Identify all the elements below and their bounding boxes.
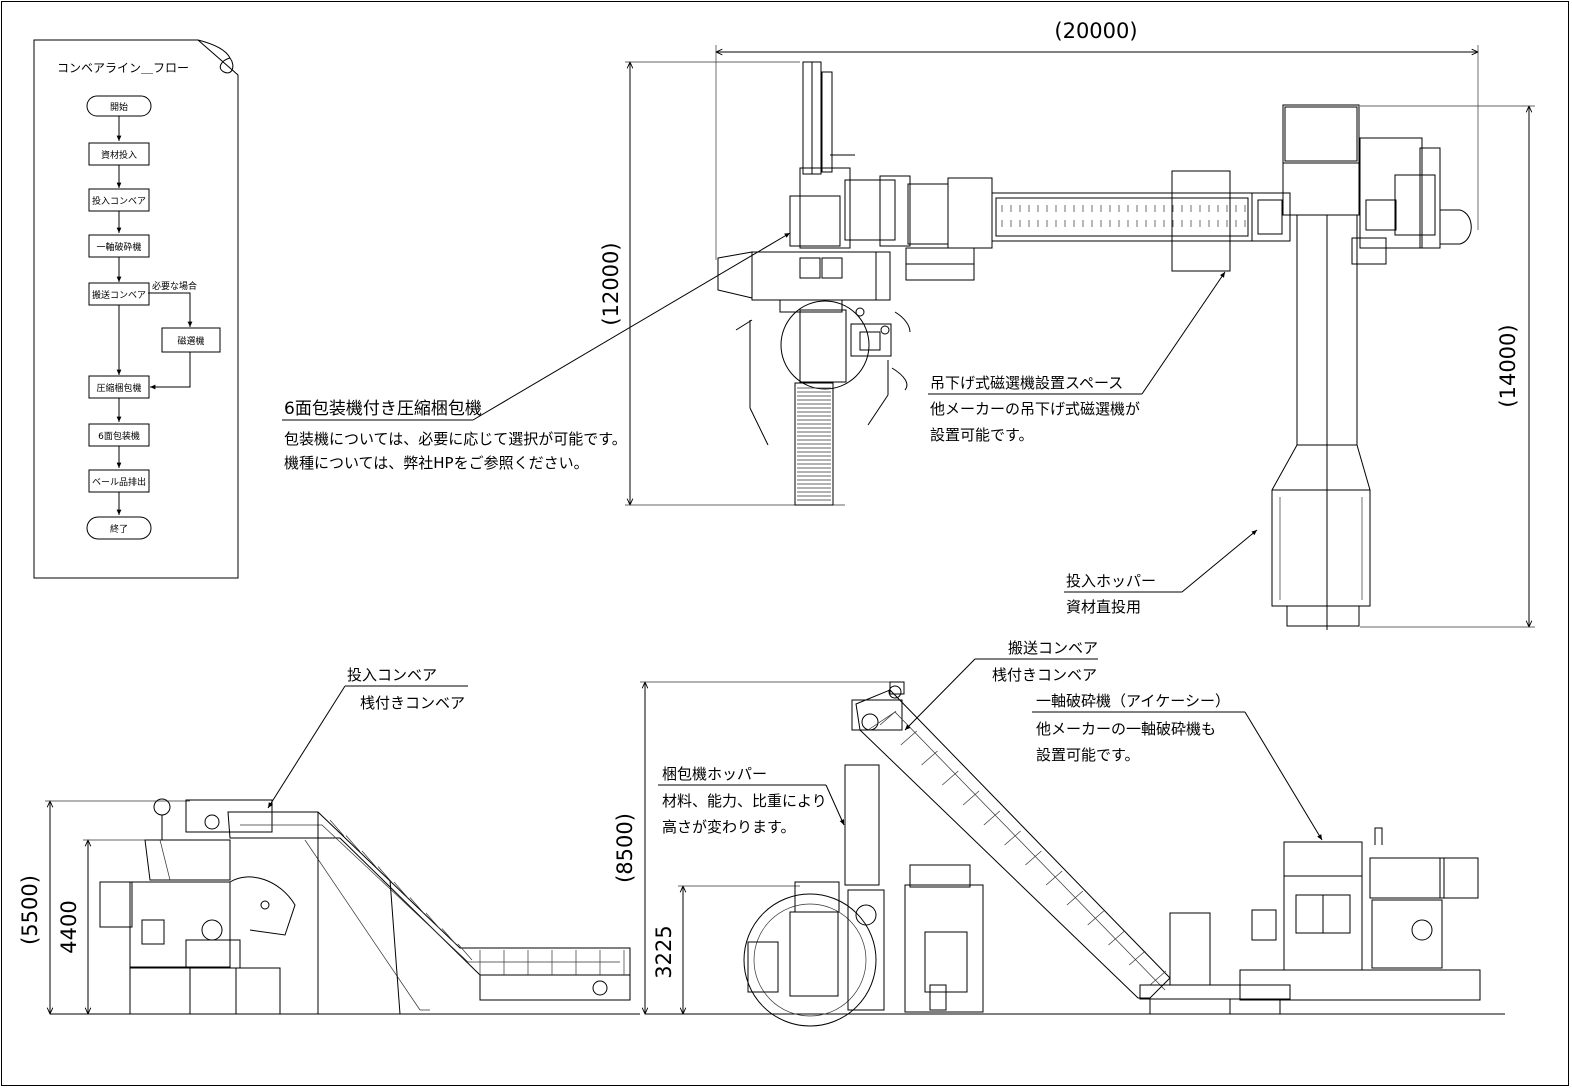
- front-right-transfer-conveyor: [855, 681, 1171, 999]
- svg-text:資材投入: 資材投入: [101, 149, 137, 161]
- dimension-plan-right-height: (14000): [1496, 324, 1520, 407]
- flow-step-bale-discharge: ベール品排出: [88, 469, 150, 493]
- svg-text:投入コンベア: 投入コンベア: [92, 195, 146, 207]
- callout-hopper-title: 投入ホッパー: [1066, 572, 1156, 590]
- svg-text:搬送コンベア: 搬送コンベア: [92, 289, 146, 301]
- callout-baler-title: 6面包装機付き圧縮梱包機: [284, 399, 482, 419]
- drawing-line: [1004, 830, 1021, 846]
- plan-view: (20000) (12000) (14000): [282, 19, 1535, 630]
- drawing-line: [329, 819, 345, 837]
- plan-shredder: [1282, 104, 1472, 265]
- flow-step-end: 終了: [86, 516, 152, 540]
- callout-baler: 6面包装機付き圧縮梱包機 包装機については、必要に応じて選択が可能です。 機種に…: [282, 232, 791, 472]
- drawing-line: [879, 710, 897, 726]
- drawing-line: [361, 850, 377, 868]
- callout-shredder-title: 一軸破砕機（アイケーシー）: [1036, 692, 1230, 710]
- svg-text:磁選機: 磁選機: [177, 335, 204, 347]
- svg-text:圧縮梱包機: 圧縮梱包機: [96, 382, 141, 394]
- drawing-line: [942, 770, 959, 786]
- callout-magnet-line-1: 他メーカーの吊下げ式磁選機が: [930, 400, 1140, 418]
- drawing-line: [921, 750, 938, 766]
- svg-text:一軸破砕機: 一軸破砕機: [96, 241, 141, 253]
- flow-step-material-input: 資材投入: [88, 142, 150, 166]
- callout-baler-line-2: 機種については、弊社HPをご参照ください。: [284, 454, 589, 472]
- dimension-front-left-total: (5500): [18, 875, 42, 945]
- plan-transfer-conveyor: [905, 192, 1291, 281]
- svg-text:開始: 開始: [110, 101, 128, 113]
- front-right-shredder: [1251, 827, 1479, 971]
- front-right-baler-hopper: [794, 699, 903, 913]
- drawing-line: [1045, 870, 1063, 886]
- callout-magnet-title: 吊下げ式磁選機設置スペース: [930, 374, 1123, 392]
- callout-magnet-line-2: 設置可能です。: [930, 426, 1034, 444]
- drawing-line: [1025, 850, 1042, 866]
- front-view-left: (5500) 4400: [18, 666, 640, 1014]
- dimension-front-right-total: (8500): [613, 813, 637, 883]
- flow-step-start: 開始: [86, 95, 152, 117]
- callout-baler-hopper: 梱包機ホッパー 材料、能力、比重により 高さが変わります。: [658, 765, 845, 836]
- callout-transfer-title: 搬送コンベア: [1008, 639, 1098, 657]
- flow-branch-label: 必要な場合: [152, 280, 197, 292]
- callout-shredder-line-1: 他メーカーの一軸破砕機も: [1036, 720, 1216, 738]
- callout-baler-hopper-line-1: 材料、能力、比重により: [662, 792, 827, 810]
- flowchart-panel: コンベアライン＿フロー 開始 資材投入 投入コンベア: [33, 39, 239, 579]
- flow-step-magnet: 磁選機: [161, 327, 221, 353]
- callout-hopper: 投入ホッパー 資材直投用: [1064, 529, 1258, 616]
- drawing-line: [425, 912, 441, 930]
- flow-step-baler: 圧縮梱包機: [88, 375, 150, 399]
- callout-hopper-line-1: 資材直投用: [1066, 598, 1141, 616]
- front-right-baler: [743, 864, 984, 1027]
- plan-magnet-space: [1171, 170, 1231, 272]
- dimension-front-right-inner: 3225: [652, 925, 676, 978]
- plan-vertical-column: [789, 61, 993, 249]
- callout-infeed-title: 投入コンベア: [347, 666, 437, 684]
- drawing-line: [393, 881, 409, 899]
- plan-discharge-conveyor: [794, 382, 834, 506]
- callout-transfer-conveyor: 搬送コンベア 桟付きコンベア: [904, 639, 1098, 731]
- dimension-front-left-inner: 4400: [57, 900, 81, 953]
- drawing-line: [409, 897, 425, 914]
- dimension-plan-left-height: (12000): [599, 242, 623, 325]
- drawing-line: [1129, 950, 1146, 966]
- drawing-line: [1066, 890, 1084, 906]
- callout-baler-hopper-line-2: 高さが変わります。: [662, 818, 796, 836]
- drawing-line: [377, 866, 393, 883]
- flow-step-transfer-conveyor: 搬送コンベア: [88, 282, 150, 306]
- callout-magnet: 吊下げ式磁選機設置スペース 他メーカーの吊下げ式磁選機が 設置可能です。: [928, 271, 1226, 444]
- callout-transfer-line-1: 桟付きコンベア: [992, 666, 1097, 684]
- front-left-conveyor: [185, 799, 631, 1015]
- callout-shredder-line-2: 設置可能です。: [1036, 746, 1140, 764]
- dimension-width: (20000): [1054, 19, 1137, 43]
- drawing-line: [1108, 930, 1125, 946]
- callout-shredder: 一軸破砕機（アイケーシー） 他メーカーの一軸破砕機も 設置可能です。: [1032, 692, 1323, 841]
- front-right-base-frame: [1139, 912, 1481, 1014]
- flow-step-infeed-conveyor: 投入コンベア: [88, 188, 150, 212]
- callout-infeed-conveyor: 投入コンベア 桟付きコンベア: [267, 666, 468, 809]
- drawing-line: [900, 730, 917, 746]
- flow-step-shredder: 一軸破砕機: [88, 234, 150, 258]
- drawing-line: [345, 835, 361, 852]
- front-view-right: (8500) 3225: [613, 639, 1505, 1027]
- svg-text:ベール品排出: ベール品排出: [92, 476, 146, 488]
- flow-step-wrapper: 6面包装機: [88, 423, 150, 447]
- drawing-line: [983, 810, 1001, 826]
- drawing-line: [457, 943, 473, 961]
- front-left-shredder: [99, 798, 296, 1015]
- drawing-line: [962, 790, 980, 806]
- svg-text:終了: 終了: [110, 523, 128, 535]
- callout-infeed-line-1: 桟付きコンベア: [360, 694, 465, 712]
- svg-text:6面包装機: 6面包装機: [98, 430, 140, 442]
- drawing-line: [441, 928, 457, 945]
- drawing-line: [1149, 970, 1167, 986]
- drawing-line: [1087, 910, 1104, 926]
- flowchart-title: コンベアライン＿フロー: [57, 61, 189, 75]
- callout-baler-hopper-title: 梱包機ホッパー: [662, 765, 767, 783]
- plan-hopper: [1271, 214, 1371, 630]
- plan-baler: [717, 251, 911, 446]
- callout-baler-line-1: 包装機については、必要に応じて選択が可能です。: [284, 430, 627, 448]
